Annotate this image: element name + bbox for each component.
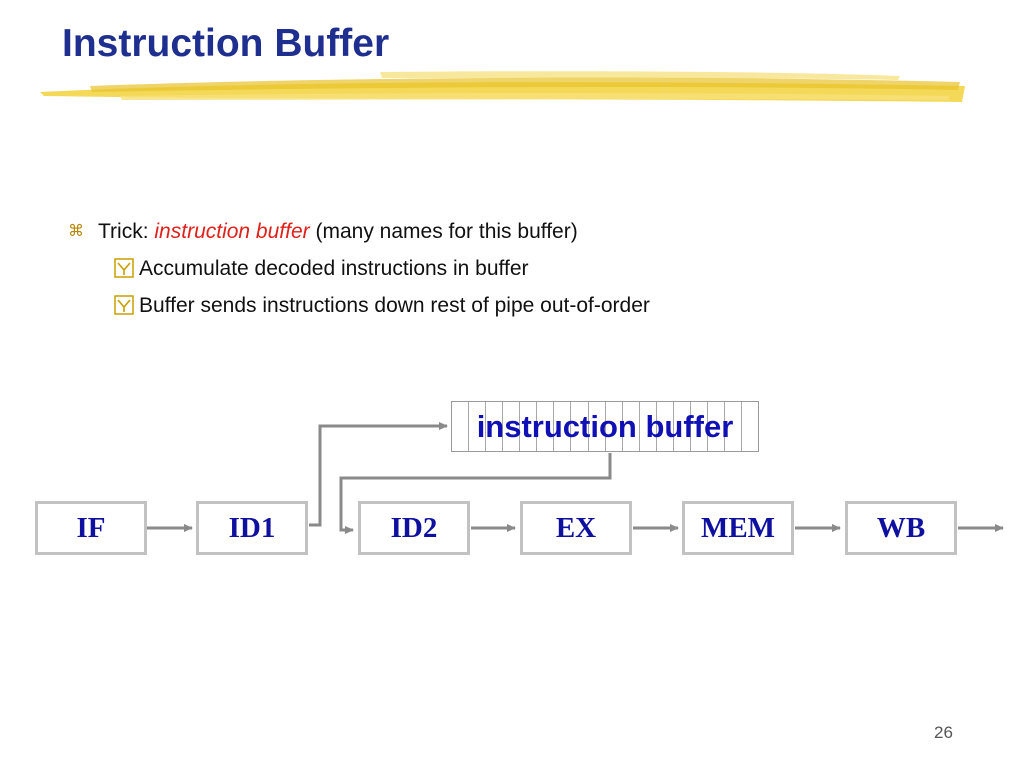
stage-wb: WB xyxy=(845,501,957,555)
arrow-id1-to-buffer xyxy=(309,422,448,527)
buffer-cell xyxy=(691,402,708,451)
stage-id1: ID1 xyxy=(196,501,308,555)
buffer-cell xyxy=(486,402,504,451)
bullet-main-prefix: Trick: xyxy=(98,220,149,243)
command-key-icon: ⌘ xyxy=(68,223,84,240)
bullet-sub-1-text: Accumulate decoded instructions in buffe… xyxy=(139,257,529,280)
stage-mem: MEM xyxy=(682,501,794,555)
bullet-sub-2: Buffer sends instructions down rest of p… xyxy=(114,294,650,318)
bullet-sub-2-text: Buffer sends instructions down rest of p… xyxy=(139,294,650,317)
buffer-cell xyxy=(640,402,657,451)
buffer-cells xyxy=(452,402,758,451)
page-number: 26 xyxy=(934,723,953,742)
buffer-cell xyxy=(674,402,691,451)
buffer-cell xyxy=(469,402,487,451)
buffer-label: instruction buffer xyxy=(476,409,734,444)
stage-if: IF xyxy=(35,501,147,555)
instruction-buffer: instruction buffer xyxy=(451,401,759,452)
stage-ex: EX xyxy=(520,501,632,555)
buffer-cell xyxy=(589,402,606,451)
buffer-cell xyxy=(725,402,743,451)
bullet-sub-1: Accumulate decoded instructions in buffe… xyxy=(114,257,529,281)
bullet-main: ⌘ Trick: instruction buffer (many names f… xyxy=(68,220,578,244)
buffer-cell xyxy=(657,402,674,451)
checkbox-check-icon xyxy=(114,258,134,278)
checkbox-check-icon xyxy=(114,295,134,315)
bullet-main-suffix: (many names for this buffer) xyxy=(315,220,578,243)
buffer-cell xyxy=(503,402,521,451)
buffer-cell xyxy=(606,402,623,451)
buffer-cell xyxy=(554,402,572,451)
arrow-buffer-to-id2 xyxy=(339,453,612,534)
stage-id2: ID2 xyxy=(358,501,470,555)
bullet-main-emphasis: instruction buffer xyxy=(154,220,310,243)
buffer-cell xyxy=(623,402,640,451)
buffer-cell xyxy=(537,402,555,451)
title-highlight-stroke xyxy=(40,71,965,102)
buffer-cell xyxy=(708,402,725,451)
buffer-cell xyxy=(571,402,589,451)
slide-title: Instruction Buffer xyxy=(62,22,390,65)
buffer-cell xyxy=(452,402,470,451)
buffer-cell xyxy=(520,402,538,451)
